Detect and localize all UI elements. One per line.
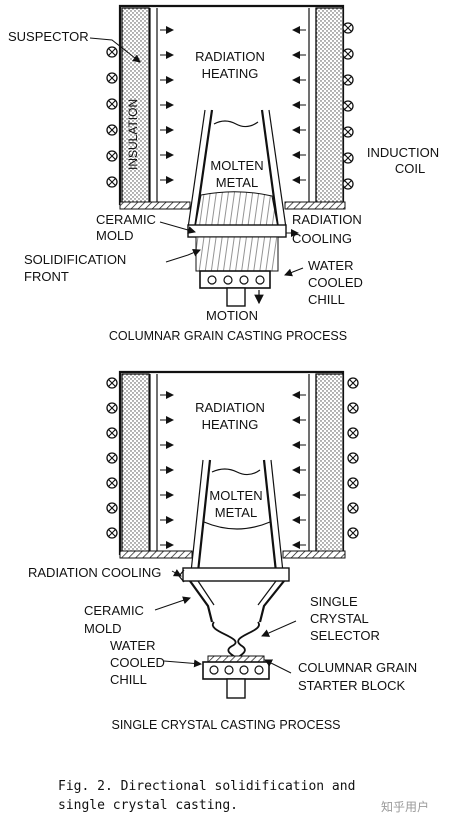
label-water-2: COOLED [308,275,363,290]
single-crystal-diagram: RADIATION HEATING MOLTEN METAL RADIATION… [28,370,417,732]
induction-coil-icons [106,22,354,190]
label-solidification-1: SOLIDIFICATION [24,252,126,267]
label-ceramic-1: CERAMIC [96,212,156,227]
label-radiation-cooling-2: COOLING [292,231,352,246]
diagram1-title: COLUMNAR GRAIN CASTING PROCESS [109,329,347,343]
label-single-3: SELECTOR [310,628,380,643]
label-radiation-cooling-3: RADIATION COOLING [28,565,161,580]
ceramic-mold-2 [196,459,278,573]
label-insulation: INSULATION [126,99,140,170]
label-ceramic-2: MOLD [96,228,134,243]
label-motion: MOTION [206,308,258,323]
label-molten-3: MOLTEN [209,488,262,503]
columnar-grain-diagram: SUSPECTOR INSULATION RADIATION HEATING I… [8,4,439,343]
radiation-arrows-2 [160,391,306,549]
label-radiation-heating-4: HEATING [202,417,259,432]
suspector-left-2 [121,373,150,555]
label-induction-coil-1: INDUCTION [367,145,439,160]
baffle-right [284,201,346,210]
label-molten-4: METAL [215,505,257,520]
suspector-right-2 [315,373,344,555]
radiation-arrows-1 [160,26,306,184]
label-radiation-heating-1: RADIATION [195,49,265,64]
label-single-1: SINGLE [310,594,358,609]
label-single-2: CRYSTAL [310,611,369,626]
label-radiation-heating-3: RADIATION [195,400,265,415]
label-starter-1: COLUMNAR GRAIN [298,660,417,675]
figure-caption-line1: Fig. 2. Directional solidification and [58,779,355,794]
label-ceramic-3: CERAMIC [84,603,144,618]
figure-caption-line2: single crystal casting. [58,798,238,813]
suspector-left [121,7,150,205]
label-induction-coil-2: COIL [395,161,425,176]
label-water-6: CHILL [110,672,147,687]
columnar-grains [194,191,279,229]
label-suspector: SUSPECTOR [8,29,89,44]
label-molten-2: METAL [216,175,258,190]
label-water-4: WATER [110,638,156,653]
baffle-right-2 [282,550,346,559]
induction-coil-icons-2 [106,377,359,539]
label-radiation-cooling-1: RADIATION [292,212,362,227]
label-solidification-2: FRONT [24,269,69,284]
baffle-left [119,201,191,210]
label-ceramic-4: MOLD [84,621,122,636]
label-water-5: COOLED [110,655,165,670]
label-molten-1: MOLTEN [210,158,263,173]
label-radiation-heating-2: HEATING [202,66,259,81]
ceramic-mold-1 [193,109,280,229]
baffle-left-2 [119,550,193,559]
label-water-1: WATER [308,258,354,273]
suspector-right [315,7,344,205]
label-water-3: CHILL [308,292,345,307]
watermark: 知乎用户 [381,799,429,814]
label-starter-2: STARTER BLOCK [298,678,405,693]
diagram2-title: SINGLE CRYSTAL CASTING PROCESS [112,718,341,732]
